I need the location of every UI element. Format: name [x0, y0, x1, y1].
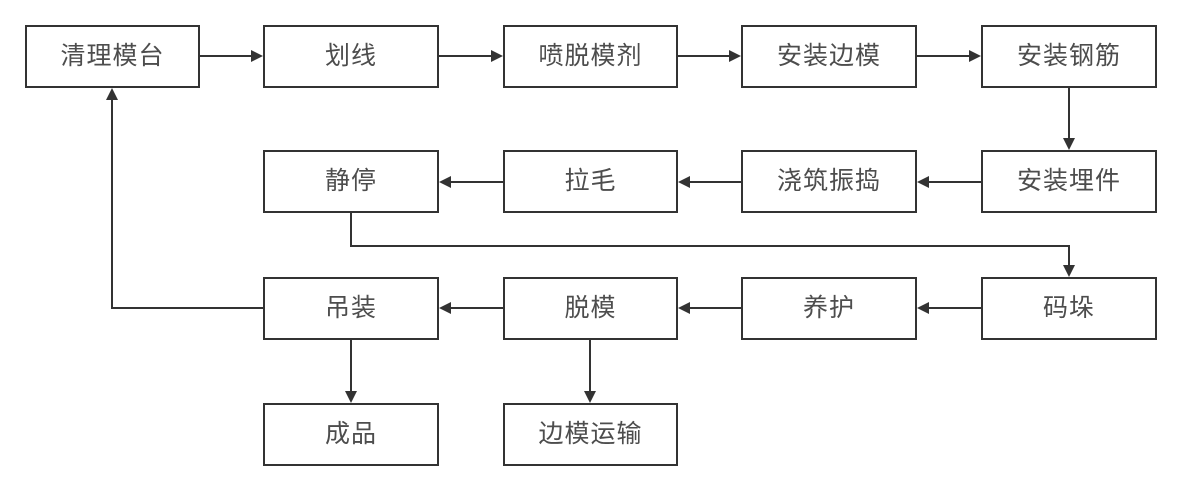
flow-node-label: 成品 [324, 420, 377, 448]
flow-node-label: 吊装 [324, 294, 377, 322]
flow-node-demolding: 脱模 [503, 277, 678, 340]
flow-node-install-side-forms: 安装边模 [741, 25, 917, 88]
flow-edge-hoisting-to-clean-mold-table [106, 88, 263, 309]
flow-node-marking: 划线 [263, 25, 439, 88]
flow-node-label: 清理模台 [60, 42, 165, 70]
flow-node-install-rebar: 安装钢筋 [981, 25, 1157, 88]
flow-node-label: 脱模 [564, 294, 617, 322]
flow-node-stacking: 码垛 [981, 277, 1157, 340]
flow-node-pouring-vibrating: 浇筑振捣 [741, 150, 917, 213]
flow-node-label: 码垛 [1042, 294, 1095, 322]
flow-node-label: 浇筑振捣 [776, 167, 881, 195]
flow-node-clean-mold-table: 清理模台 [25, 25, 200, 88]
flow-node-hoisting: 吊装 [263, 277, 439, 340]
flow-node-label: 安装边模 [776, 42, 881, 70]
flow-node-label: 安装埋件 [1016, 167, 1121, 195]
flow-edge-static-rest-to-stacking [350, 213, 1075, 277]
flow-node-label: 喷脱模剂 [538, 42, 643, 70]
flow-node-install-embeds: 安装埋件 [981, 150, 1157, 213]
flow-node-label: 边模运输 [538, 420, 643, 448]
flow-node-roughening: 拉毛 [503, 150, 678, 213]
flow-node-static-rest: 静停 [263, 150, 439, 213]
flow-node-label: 安装钢筋 [1016, 42, 1121, 70]
flow-node-label: 养护 [802, 294, 855, 322]
flow-node-finished-product: 成品 [263, 403, 439, 466]
flow-node-side-form-transport: 边模运输 [503, 403, 678, 466]
flow-node-label: 静停 [324, 167, 377, 195]
flow-node-spray-release-agent: 喷脱模剂 [503, 25, 678, 88]
flow-node-label: 划线 [324, 42, 377, 70]
flow-node-label: 拉毛 [564, 167, 617, 195]
flow-node-curing: 养护 [741, 277, 917, 340]
